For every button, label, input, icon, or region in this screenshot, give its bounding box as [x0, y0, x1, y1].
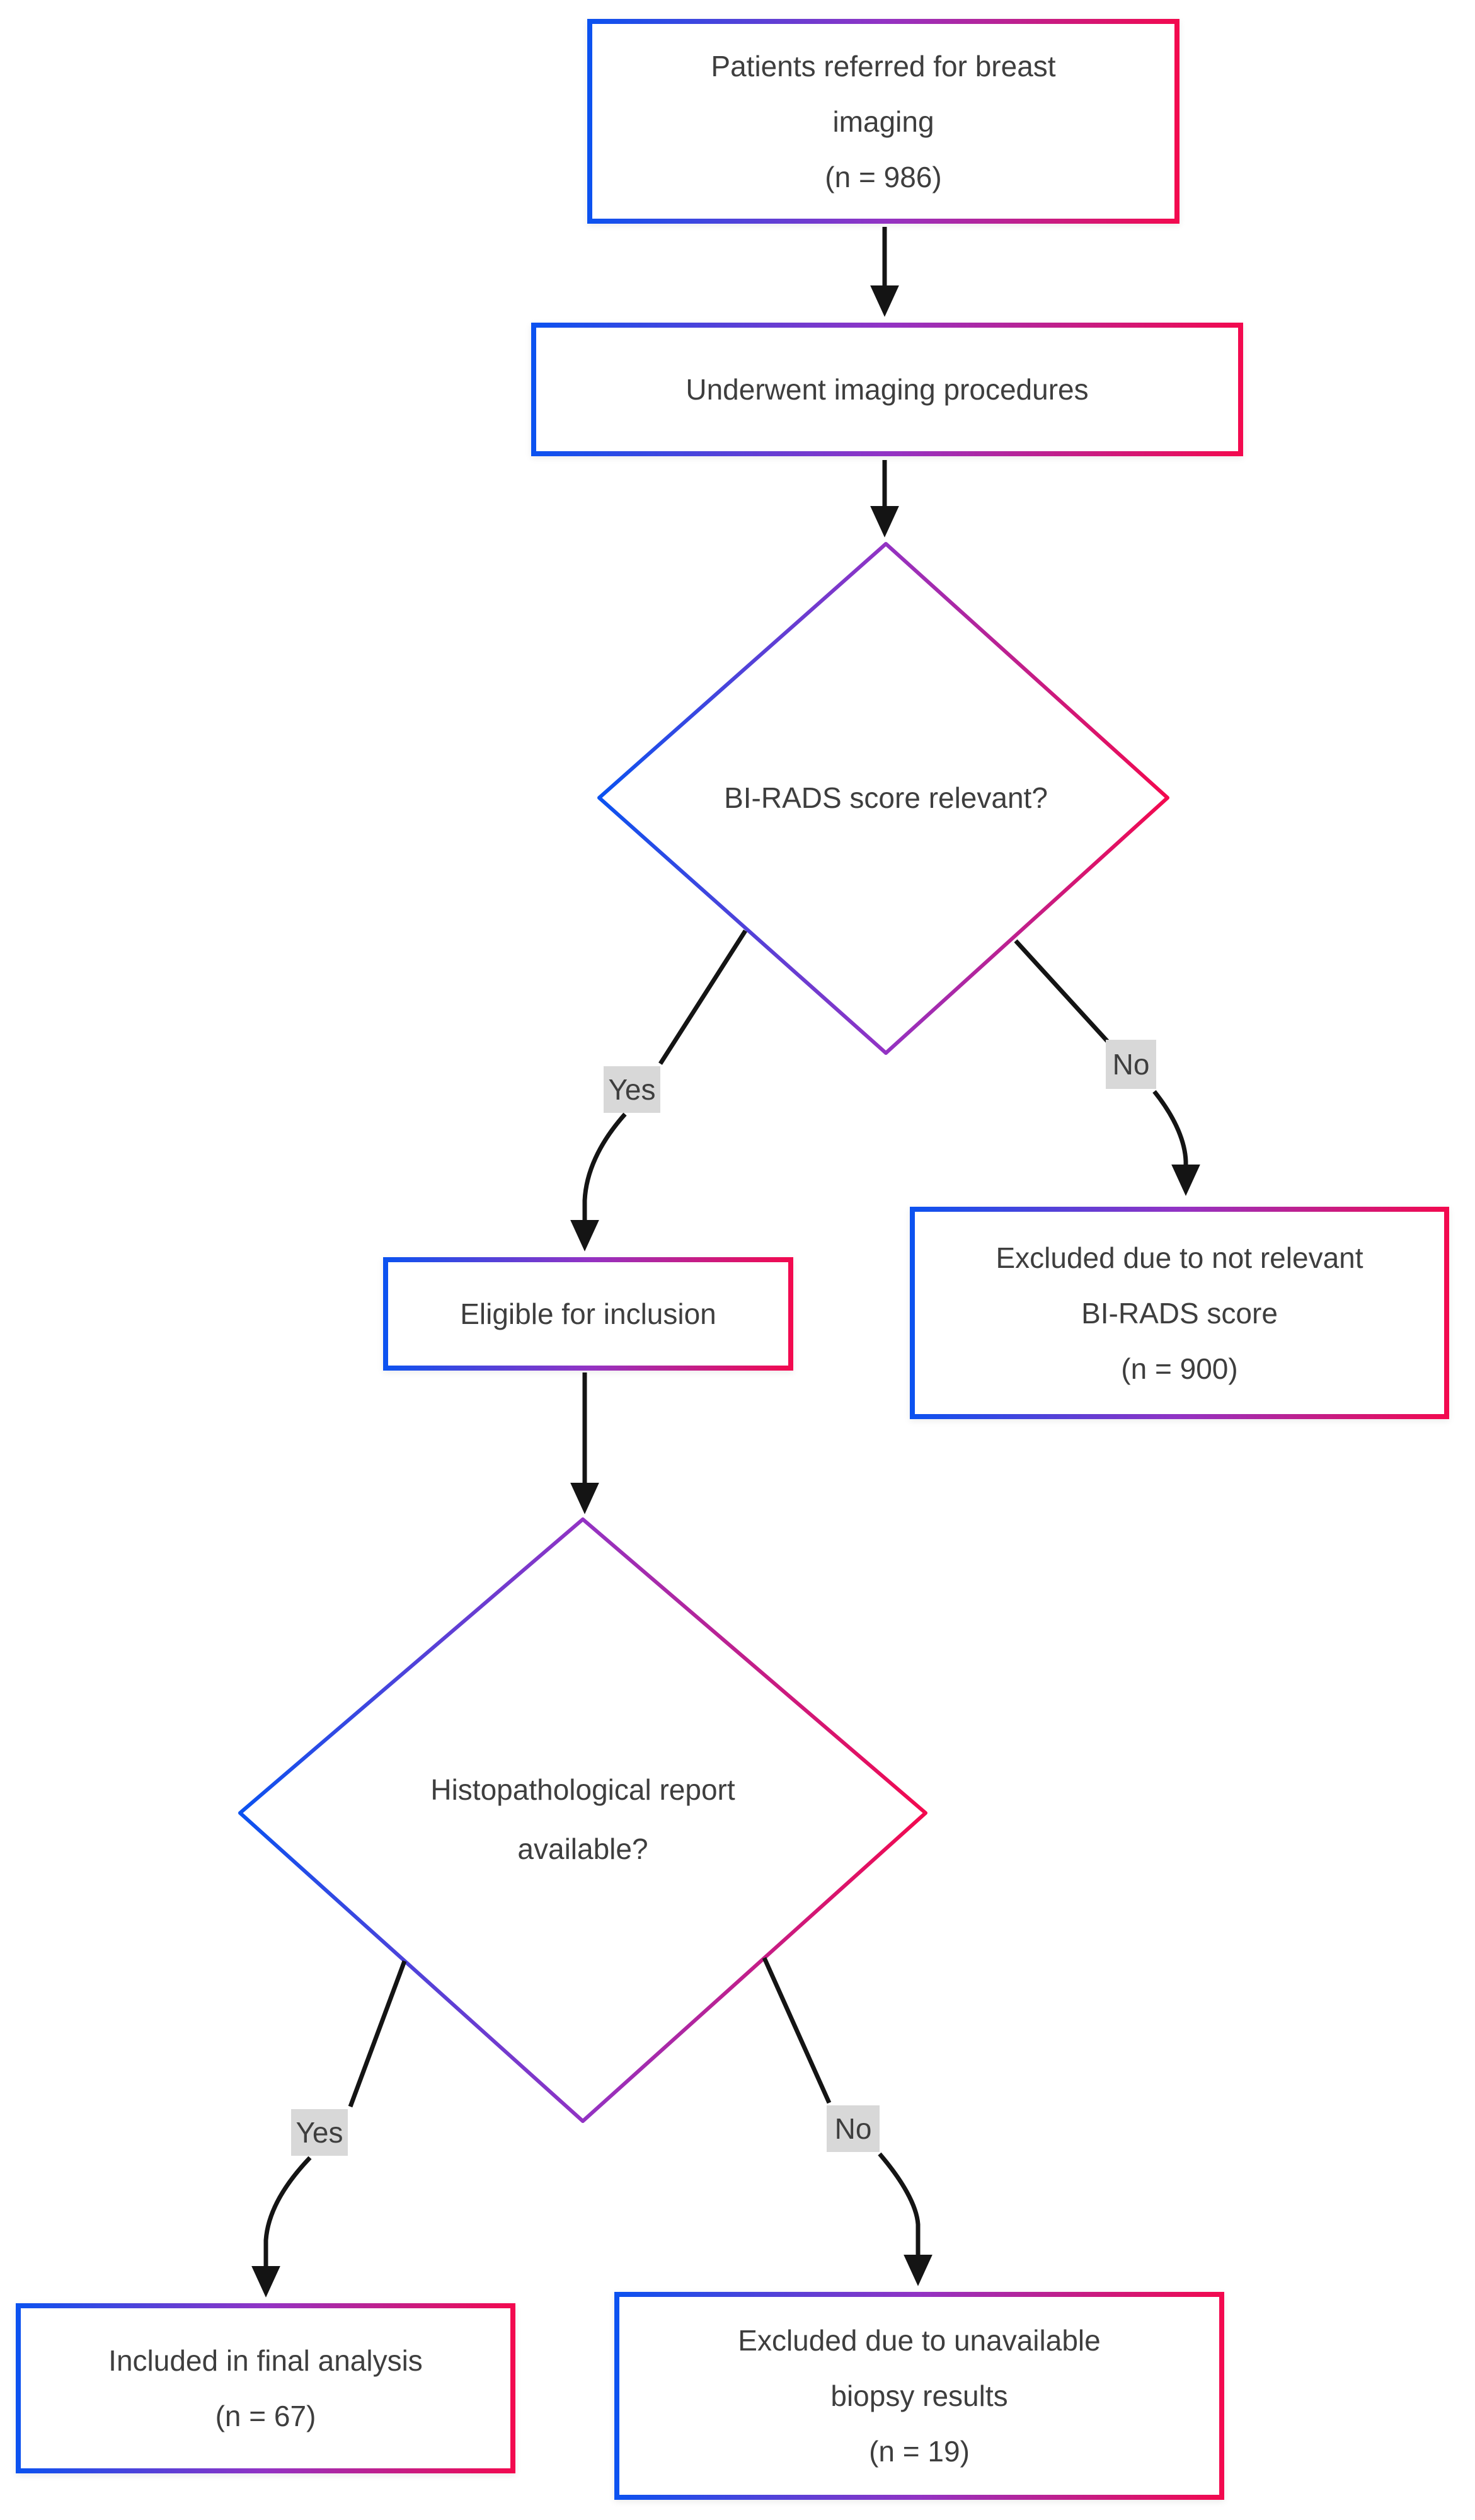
node-text-line: (n = 67)	[215, 2400, 316, 2432]
node-text-line: Histopathological report	[430, 1773, 735, 1806]
node-text-line: Eligible for inclusion	[460, 1297, 716, 1330]
node-excluded-birads: Excluded due to not relevant BI-RADS sco…	[910, 1207, 1449, 1419]
node-text-line: Patients referred for breast	[711, 49, 1056, 83]
node-included-final: Included in final analysis (n = 67)	[16, 2303, 515, 2473]
decision-diamond-histopath	[238, 1517, 927, 2123]
node-text-line: BI-RADS score relevant?	[724, 781, 1048, 814]
node-text-line: (n = 986)	[825, 160, 942, 193]
node-underwent-imaging-body: Underwent imaging procedures	[536, 328, 1238, 451]
node-text-line: Underwent imaging procedures	[686, 373, 1089, 406]
node-text-line: (n = 900)	[1121, 1352, 1238, 1385]
node-eligible-body: Eligible for inclusion	[388, 1262, 788, 1366]
decision-diamond-birads	[597, 542, 1169, 1055]
edge-histopath-no-segment	[762, 1957, 832, 2104]
node-text-line: available?	[517, 1832, 648, 1865]
node-text-line: Excluded due to unavailable	[738, 2324, 1101, 2357]
edge-label-histopath-no: No	[827, 2105, 880, 2152]
node-text-line: imaging	[832, 105, 934, 138]
edge-birads-yes-segment	[658, 929, 747, 1065]
node-patients-referred: Patients referred for breast imaging (n …	[587, 19, 1179, 224]
edge-birads-no-arrow	[1152, 1090, 1200, 1196]
node-patients-referred-body: Patients referred for breast imaging (n …	[592, 24, 1174, 219]
edge-label-birads-no: No	[1106, 1040, 1156, 1089]
edge-histopath-yes-segment	[348, 1960, 407, 2108]
edge-birads-no-segment	[1014, 939, 1111, 1045]
edge-label-histopath-yes: Yes	[291, 2109, 348, 2156]
node-underwent-imaging: Underwent imaging procedures	[531, 323, 1243, 456]
edge-label-birads-yes: Yes	[604, 1066, 660, 1113]
decision-birads-text: BI-RADS score relevant?	[634, 769, 1138, 826]
edge-histopath-yes-arrow	[251, 2156, 312, 2298]
node-text-line: (n = 19)	[869, 2435, 970, 2468]
node-excluded-biopsy: Excluded due to unavailable biopsy resul…	[614, 2292, 1224, 2500]
node-text-line: Included in final analysis	[108, 2344, 423, 2377]
node-excluded-biopsy-body: Excluded due to unavailable biopsy resul…	[619, 2297, 1219, 2495]
node-text-line: Excluded due to not relevant	[996, 1241, 1363, 1274]
decision-histopath-text: Histopathological report available?	[331, 1759, 835, 1879]
edge-birads-yes-arrow	[570, 1112, 627, 1251]
node-excluded-birads-body: Excluded due to not relevant BI-RADS sco…	[915, 1212, 1444, 1414]
node-text-line: biopsy results	[830, 2379, 1008, 2412]
edge-histopath-no-arrow	[878, 2152, 933, 2286]
node-eligible: Eligible for inclusion	[383, 1257, 793, 1371]
node-included-final-body: Included in final analysis (n = 67)	[21, 2308, 510, 2468]
node-text-line: BI-RADS score	[1081, 1296, 1278, 1330]
